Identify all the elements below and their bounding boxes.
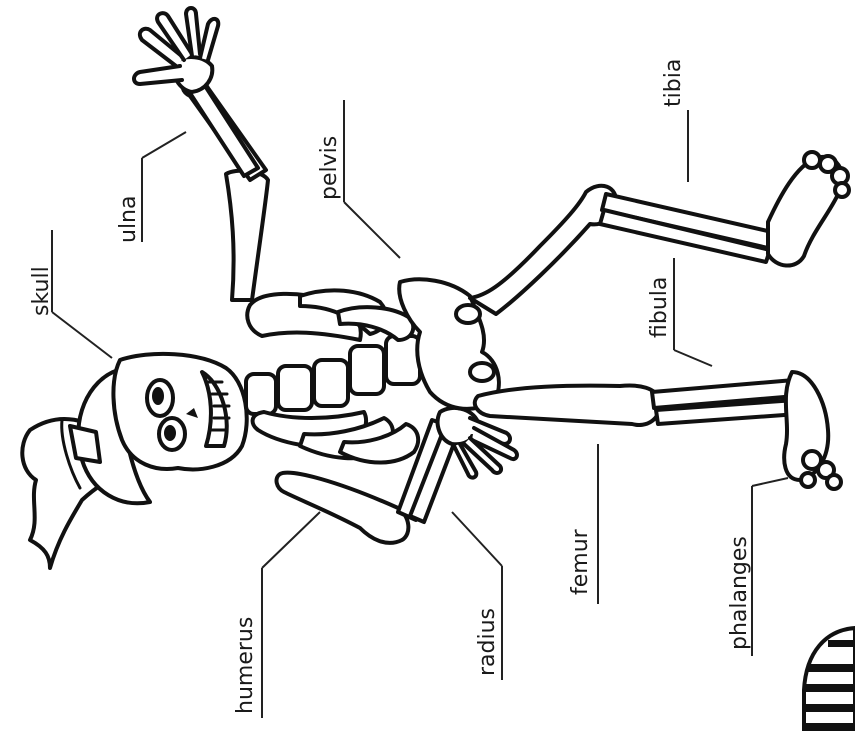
leader-fibula — [674, 258, 712, 366]
label-skull: skull — [29, 266, 54, 316]
leader-ulna — [142, 132, 186, 242]
lower-leg — [475, 372, 841, 489]
corner-decoration — [804, 628, 855, 731]
label-fibula: fibula — [647, 277, 672, 338]
leader-pelvis — [344, 100, 400, 258]
label-phalanges: phalanges — [727, 536, 752, 650]
skull — [113, 354, 246, 469]
label-femur: femur — [568, 528, 593, 595]
upper-arm — [134, 8, 268, 300]
label-pelvis: pelvis — [317, 136, 342, 200]
label-humerus: humerus — [233, 617, 258, 714]
femur-upper — [470, 186, 616, 314]
femur-lower — [475, 386, 660, 425]
leader-humerus — [262, 512, 320, 718]
leader-phalanges — [752, 478, 788, 656]
spine — [246, 336, 420, 414]
humerus-upper — [226, 171, 268, 300]
humerus-lower — [277, 473, 409, 543]
leader-skull — [52, 230, 112, 358]
label-ulna: ulna — [116, 196, 141, 243]
label-radius: radius — [475, 608, 500, 676]
label-tibia: tibia — [661, 59, 686, 107]
